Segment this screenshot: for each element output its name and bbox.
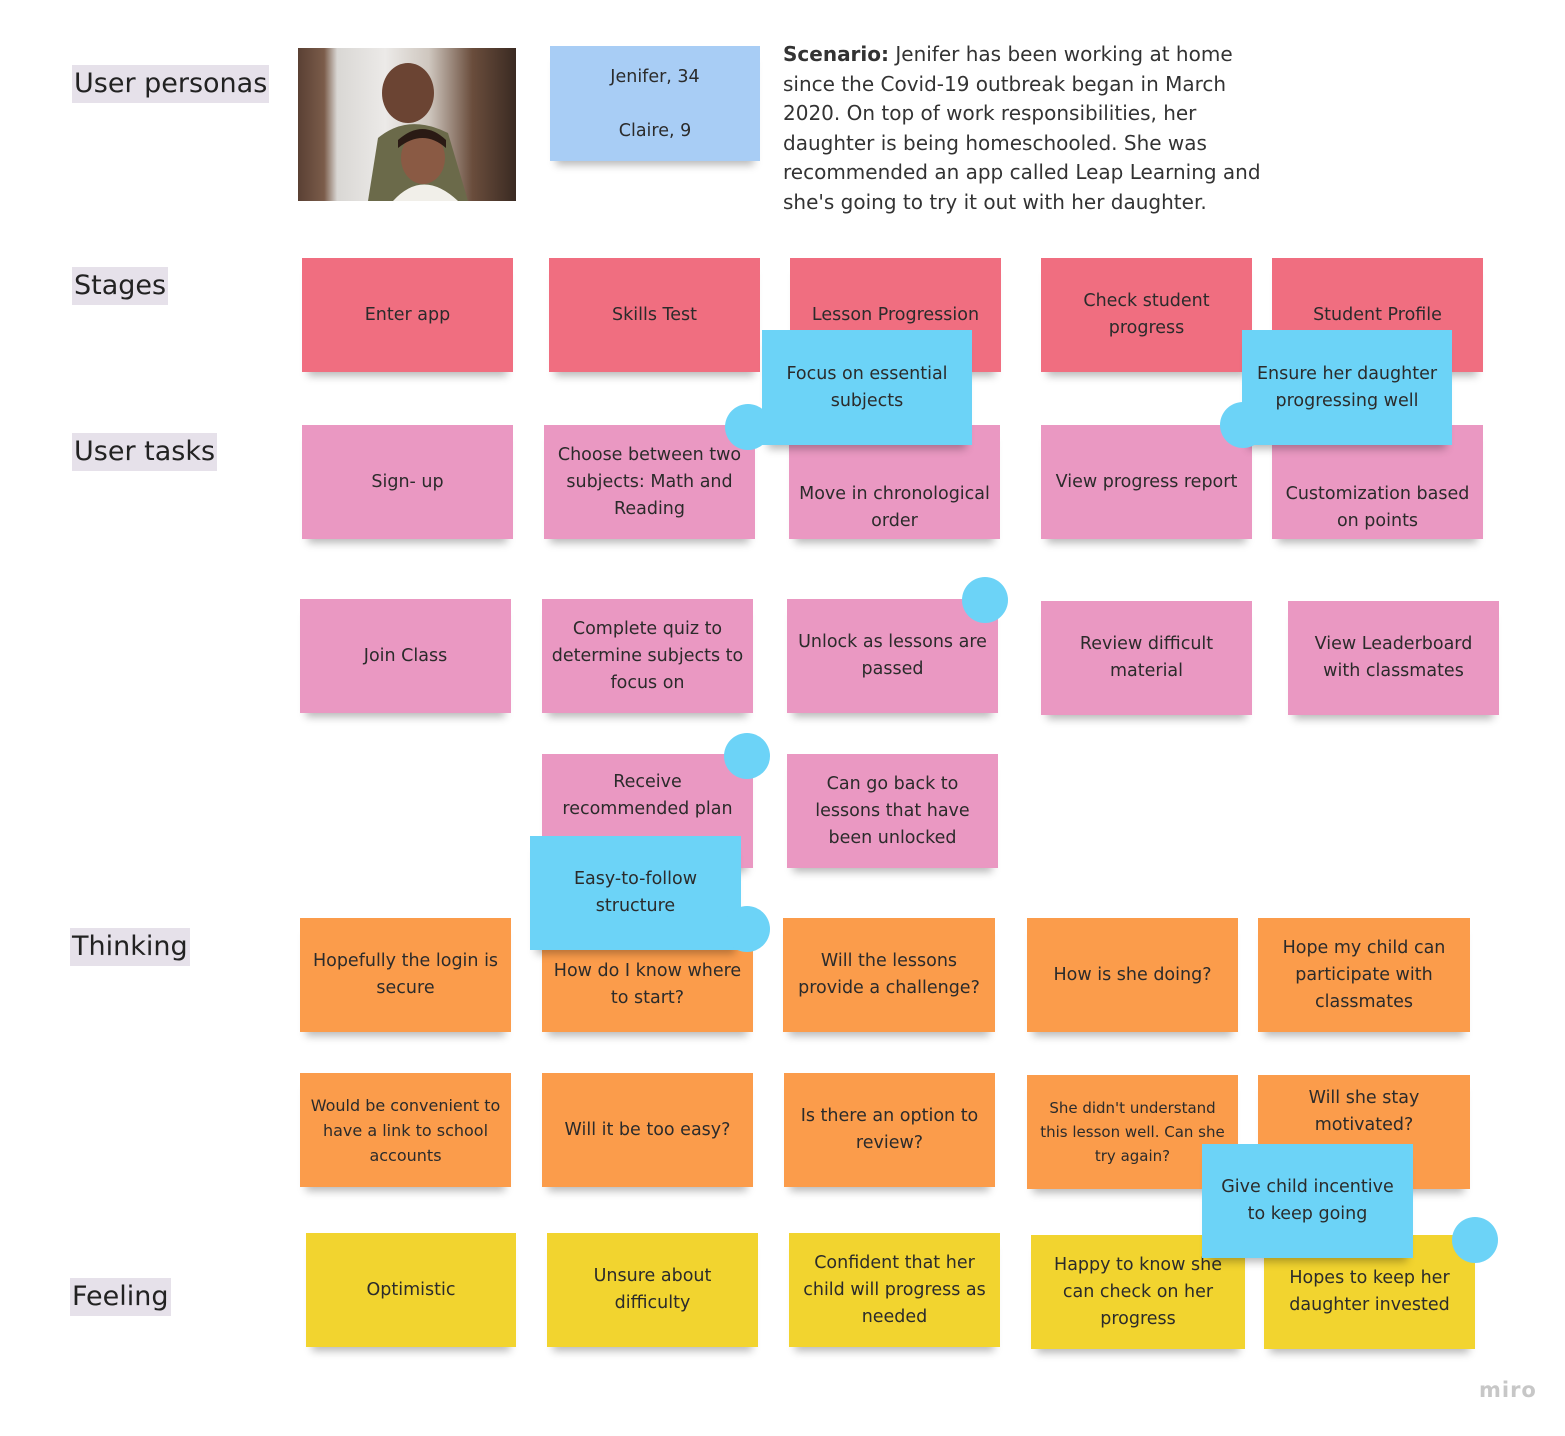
stage-note[interactable]: Enter app — [302, 258, 513, 372]
task-note[interactable]: Review difficult material — [1041, 601, 1252, 715]
thinking-note[interactable]: Is there an option to review? — [784, 1073, 995, 1187]
stage-note[interactable]: Skills Test — [549, 258, 760, 372]
row-label-tasks: User tasks — [72, 433, 218, 471]
row-label-thinking: Thinking — [70, 928, 190, 966]
task-note[interactable]: View Leaderboard with classmates — [1288, 601, 1499, 715]
row-label-stages: Stages — [72, 267, 169, 305]
thinking-note[interactable]: How is she doing? — [1027, 918, 1238, 1032]
persona-note[interactable]: Jenifer, 34 Claire, 9 — [550, 46, 760, 161]
task-note[interactable]: View progress report — [1041, 425, 1252, 539]
task-note[interactable]: Choose between two subjects: Math and Re… — [544, 425, 755, 539]
miro-logo: miro — [1479, 1378, 1537, 1402]
marker-dot-icon[interactable] — [724, 906, 770, 952]
thinking-note[interactable]: Will it be too easy? — [542, 1073, 753, 1187]
feeling-note[interactable]: Confident that her child will progress a… — [789, 1233, 1000, 1347]
task-note[interactable]: Sign- up — [302, 425, 513, 539]
feeling-note[interactable]: Unsure about difficulty — [547, 1233, 758, 1347]
row-label-personas: User personas — [72, 65, 270, 103]
persona-name-2: Claire, 9 — [618, 120, 692, 141]
thinking-note[interactable]: Hope my child can participate with class… — [1258, 918, 1470, 1032]
feeling-note[interactable]: Optimistic — [306, 1233, 516, 1347]
opportunity-note[interactable]: Focus on essential subjects — [762, 330, 972, 445]
marker-dot-icon[interactable] — [1220, 402, 1266, 448]
task-note[interactable]: Join Class — [300, 599, 511, 713]
marker-dot-icon[interactable] — [724, 733, 770, 779]
task-note[interactable]: Unlock as lessons are passed — [787, 599, 998, 713]
row-label-feeling: Feeling — [70, 1278, 171, 1316]
stage-note[interactable]: Check student progress — [1041, 258, 1252, 372]
opportunity-note[interactable]: Easy-to-follow structure — [530, 836, 741, 950]
persona-photo-image — [368, 63, 468, 201]
task-note[interactable]: Complete quiz to determine subjects to f… — [542, 599, 753, 713]
thinking-note[interactable]: Hopefully the login is secure — [300, 918, 511, 1032]
task-note[interactable]: Can go back to lessons that have been un… — [787, 754, 998, 868]
marker-dot-icon[interactable] — [962, 577, 1008, 623]
persona-photo[interactable] — [298, 48, 516, 201]
thinking-note[interactable]: Will the lessons provide a challenge? — [783, 918, 995, 1032]
opportunity-note[interactable]: Give child incentive to keep going — [1202, 1144, 1413, 1258]
scenario-label: Scenario: — [783, 42, 890, 66]
opportunity-note[interactable]: Ensure her daughter progressing well — [1242, 330, 1452, 445]
thinking-note[interactable]: Would be convenient to have a link to sc… — [300, 1073, 511, 1187]
marker-dot-icon[interactable] — [1452, 1217, 1498, 1263]
persona-name-1: Jenifer, 34 — [610, 66, 700, 87]
scenario-body: Jenifer has been working at home since t… — [783, 42, 1261, 214]
scenario-text: Scenario: Jenifer has been working at ho… — [783, 40, 1263, 218]
marker-dot-icon[interactable] — [725, 404, 771, 450]
